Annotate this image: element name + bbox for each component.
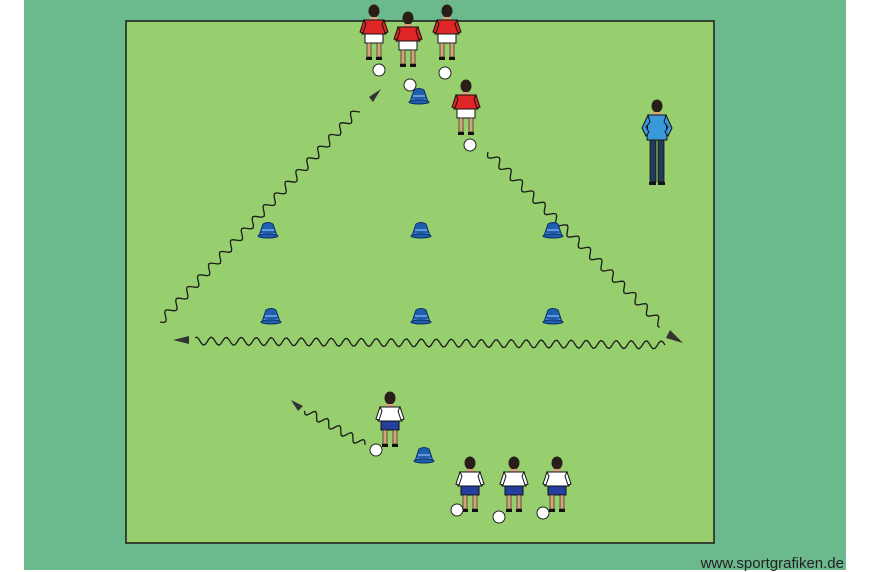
ball: [372, 63, 386, 77]
arrow-head-right: [666, 330, 683, 343]
ball: [403, 78, 417, 92]
dribble-paths: [159, 110, 666, 446]
arrow-head-start: [291, 400, 303, 411]
coach: [641, 99, 673, 185]
ball: [463, 138, 477, 152]
arrow-head-top: [369, 89, 381, 102]
arrow-heads: [173, 89, 683, 411]
path-right-diagonal: [486, 151, 660, 328]
ball: [369, 443, 383, 457]
arrow-head-left: [173, 336, 189, 344]
ball: [536, 506, 550, 520]
ball: [492, 510, 506, 524]
path-start-run: [303, 410, 366, 446]
ball: [450, 503, 464, 517]
watermark-credit: www.sportgrafiken.de: [700, 555, 844, 572]
path-bottom-horizontal: [194, 336, 666, 350]
ball: [438, 66, 452, 80]
path-left-diagonal: [159, 110, 361, 324]
